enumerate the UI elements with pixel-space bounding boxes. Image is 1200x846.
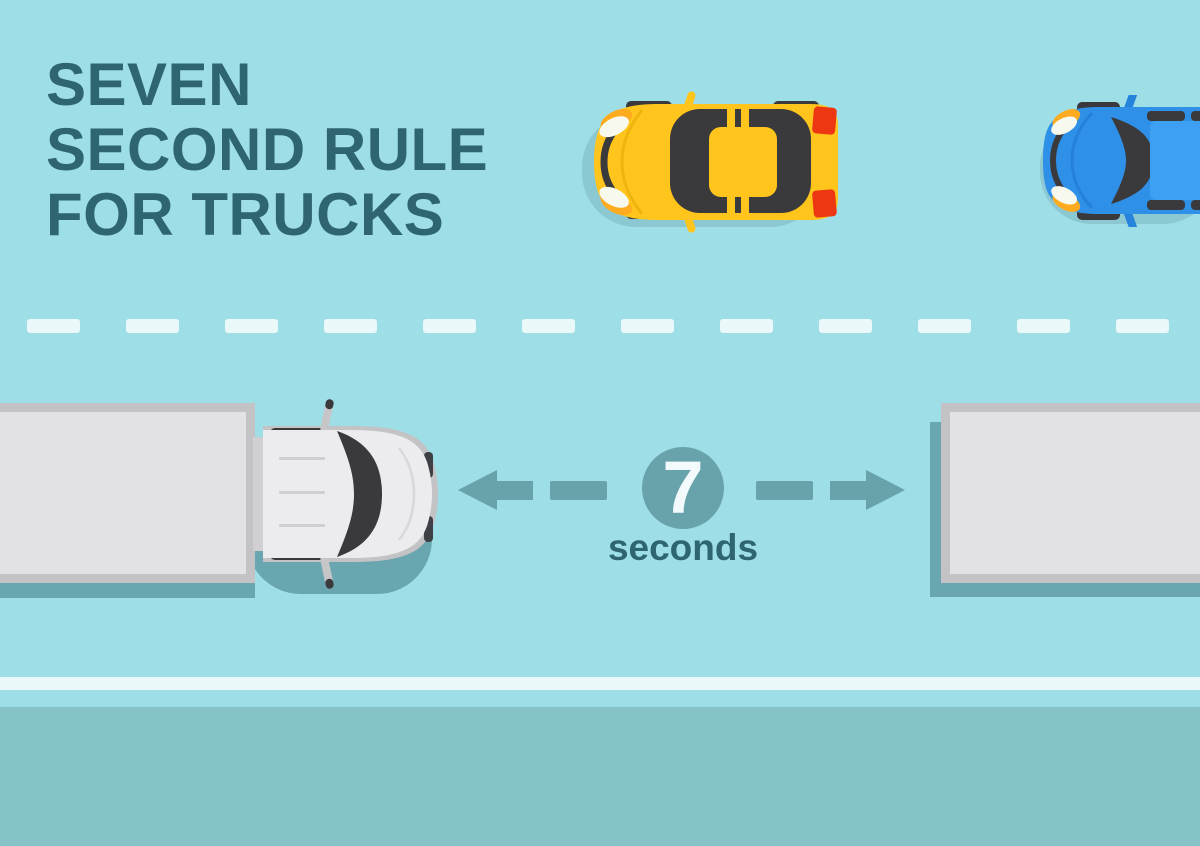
page-title-line: SEVEN [46,51,252,118]
lane-dash [225,319,278,333]
trailer-roof [950,412,1200,574]
page-title-line: FOR TRUCKS [46,181,445,248]
car-roof [1150,121,1200,200]
roof-rail [1147,200,1185,210]
lane-dash [324,319,377,333]
lane-dash [621,319,674,333]
truck-windshield [337,431,382,557]
lane-dash [918,319,971,333]
semi-truck-top-icon [0,399,438,598]
lane-dash [720,319,773,333]
car-headlight [599,186,632,216]
car-taillight [812,189,837,218]
arrow-dash [756,481,813,500]
blue-car-top-icon [1040,95,1200,227]
right-arrow-icon [830,470,905,510]
road-shoulder [0,707,1200,846]
lane-dash [1116,319,1169,333]
car-headlight [1051,109,1081,135]
page-title-line: SECOND RULE [46,116,489,183]
roof-rail [1147,111,1185,121]
distance-arrows [458,470,905,510]
car-headlight [1051,186,1081,212]
lane-dash [27,319,80,333]
lane-dash [423,319,476,333]
truck-mirror [320,399,334,433]
left-arrow-icon [458,470,533,510]
seconds-unit-label: seconds [607,527,759,568]
lane-dash [522,319,575,333]
truck-mirror [320,555,334,589]
lane-divider-dashes [27,319,1169,333]
road-edge-line [0,677,1200,690]
yellow-car-top-icon [582,91,838,233]
car-taillight [812,106,837,135]
lane-dash [1017,319,1070,333]
roof-rail [1191,200,1200,210]
page-title: SEVEN SECOND RULE FOR TRUCKS [46,52,488,247]
car-windshield [1111,117,1153,204]
truck-trailer [0,403,265,583]
arrow-dash [550,481,607,500]
car-headlight [599,108,632,138]
roof-rail [1191,111,1200,121]
seven-seconds-badge: 7 [642,447,724,529]
lane-dash [126,319,179,333]
seconds-value: 7 [662,446,704,529]
lane-dash [819,319,872,333]
truck-cab [263,399,438,589]
trailer-top-icon [941,403,1200,583]
